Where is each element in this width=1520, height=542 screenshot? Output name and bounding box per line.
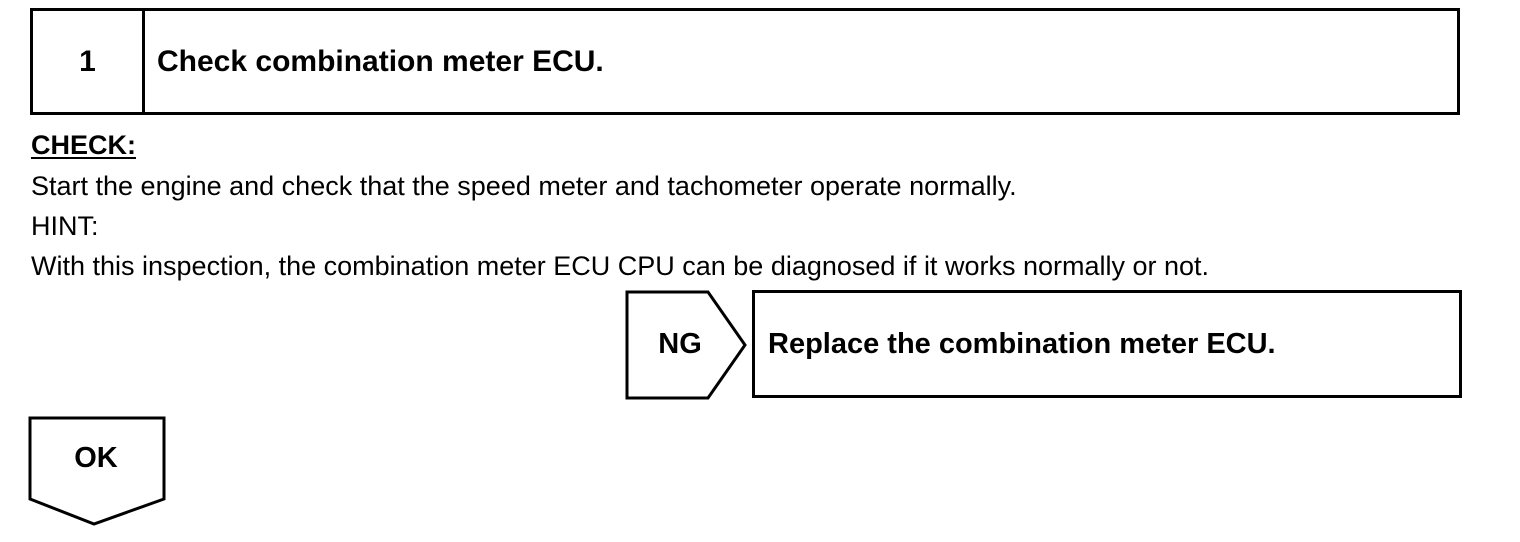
check-label: CHECK: bbox=[31, 130, 136, 160]
step-number: 1 bbox=[33, 11, 145, 112]
step-header: 1 Check combination meter ECU. bbox=[30, 8, 1460, 115]
hint-text: With this inspection, the combination me… bbox=[31, 251, 1210, 281]
ok-label: OK bbox=[74, 441, 118, 474]
hint-label: HINT: bbox=[31, 211, 99, 241]
ng-arrow-icon bbox=[625, 290, 747, 400]
check-instruction: Start the engine and check that the spee… bbox=[31, 171, 1017, 201]
ok-down-arrow-icon bbox=[28, 416, 166, 526]
ng-label: NG bbox=[658, 327, 702, 360]
step-title: Check combination meter ECU. bbox=[157, 44, 604, 78]
ng-result-box: Replace the combination meter ECU. bbox=[752, 290, 1462, 398]
